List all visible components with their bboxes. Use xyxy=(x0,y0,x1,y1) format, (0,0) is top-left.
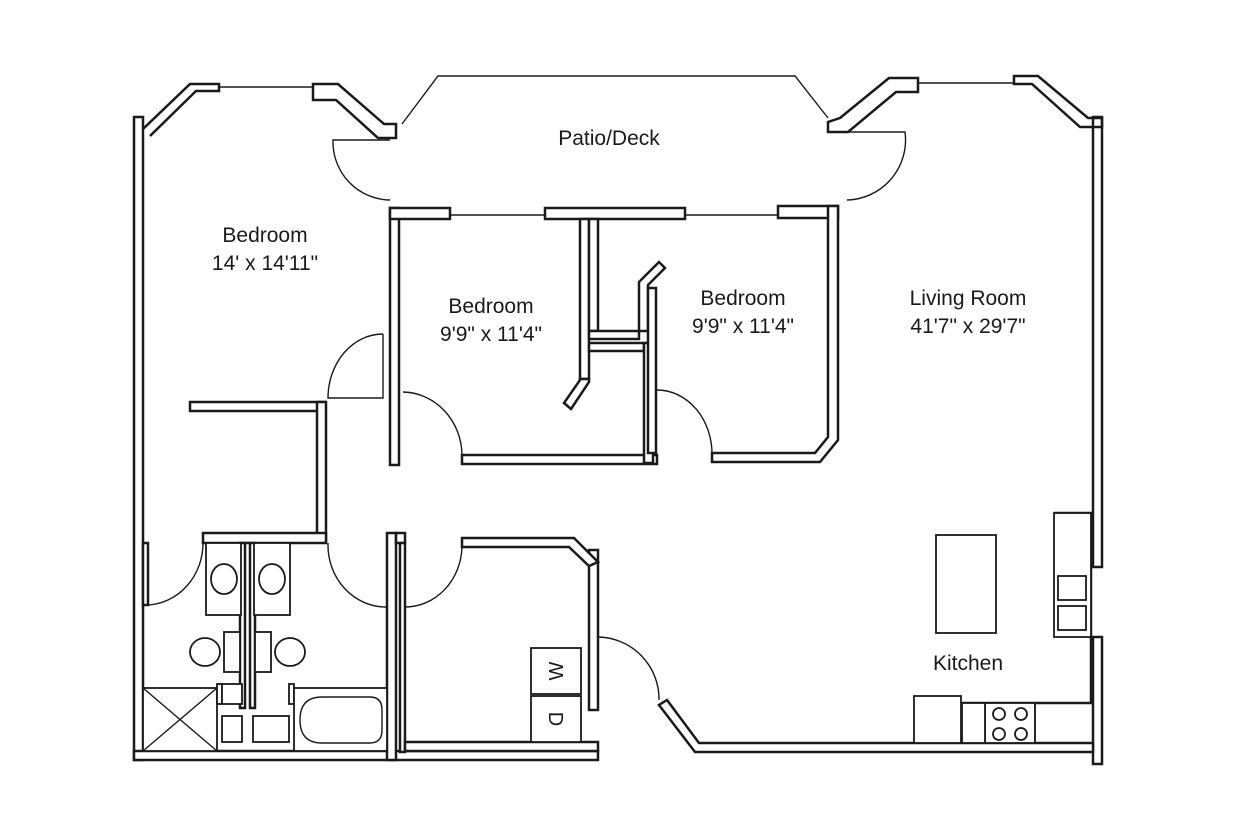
toilet-right-icon xyxy=(274,637,306,667)
laundry: W D xyxy=(530,647,582,743)
dryer-label: D xyxy=(544,712,566,726)
bedroom-3-size: 9'9" x 11'4" xyxy=(692,315,794,338)
sink-basin-bottom xyxy=(1057,605,1087,631)
refrigerator xyxy=(913,695,962,744)
bedroom-2-size: 9'9" x 11'4" xyxy=(440,323,542,346)
bedroom-1-size: 14' x 14'11" xyxy=(212,252,318,275)
sink-right-icon xyxy=(258,563,286,595)
washer-label: W xyxy=(546,661,568,680)
dryer-icon xyxy=(530,695,582,743)
bedroom-3-name: Bedroom xyxy=(700,287,785,310)
interior-doors xyxy=(147,333,713,701)
bedroom-2-name: Bedroom xyxy=(448,295,533,318)
patio-label: Patio/Deck xyxy=(558,127,660,150)
patio-doors xyxy=(332,131,907,201)
bathroom-fixtures xyxy=(142,542,388,752)
kitchen-label: Kitchen xyxy=(933,652,1003,675)
sink-basin-top xyxy=(1057,575,1087,601)
toilet-left-icon xyxy=(189,637,221,667)
room-labels: Patio/Deck Bedroom 14' x 14'11" Bedroom … xyxy=(212,127,1026,675)
interior-walls xyxy=(141,204,1093,762)
washer-icon xyxy=(530,647,582,695)
bedroom-1-name: Bedroom xyxy=(222,224,307,247)
sink-left-icon xyxy=(210,563,238,595)
living-room-size: 41'7" x 29'7" xyxy=(910,315,1025,338)
stove-icon xyxy=(984,702,1036,744)
kitchen-island xyxy=(935,534,997,634)
living-room-name: Living Room xyxy=(910,287,1027,310)
exterior-walls xyxy=(132,74,1104,766)
kitchen-fixtures xyxy=(913,512,1092,744)
